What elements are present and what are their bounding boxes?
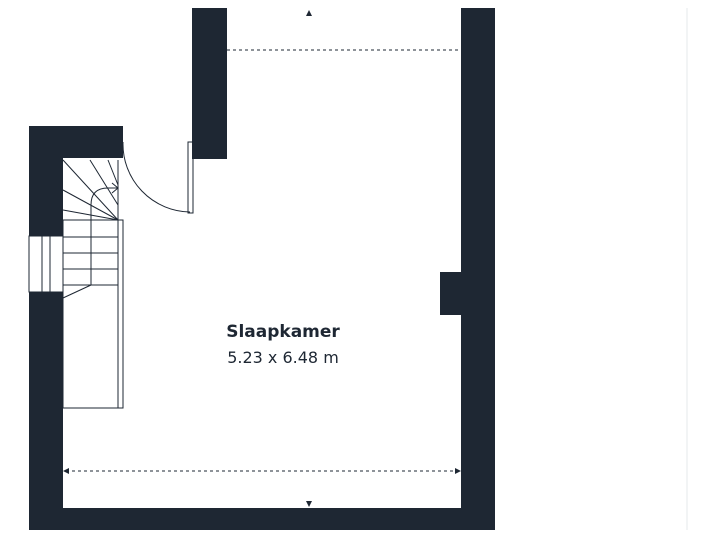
room-dimensions: 5.23 x 6.48 m [227, 348, 339, 367]
window-left [28, 235, 64, 293]
stair-winder [89, 159, 119, 206]
walls [29, 8, 495, 530]
wall-upper-inner [192, 8, 227, 159]
window-frame [28, 235, 64, 293]
door [122, 141, 194, 214]
wall-right [461, 8, 495, 530]
door-leaf [187, 141, 194, 214]
dimension-arrow-right-icon [455, 468, 461, 474]
room-name: Slaapkamer [226, 322, 340, 342]
dimension-arrow-top-icon [306, 10, 312, 16]
stair-walk-line [62, 187, 118, 299]
wall-bottom [29, 508, 495, 530]
dimension-lines [63, 10, 461, 507]
wall-right-protrusion [440, 272, 463, 315]
dimension-arrow-bottom-icon [306, 501, 312, 507]
stair-arrow-icon [111, 182, 119, 194]
door-swing-arc [122, 141, 191, 213]
dimension-arrow-left-icon [63, 468, 69, 474]
stair-railing [62, 219, 124, 409]
staircase [62, 159, 124, 409]
stair-winder [107, 159, 119, 186]
wall-left-lower [29, 292, 63, 530]
wall-left-upper [29, 126, 63, 236]
stair-winder [62, 159, 119, 221]
